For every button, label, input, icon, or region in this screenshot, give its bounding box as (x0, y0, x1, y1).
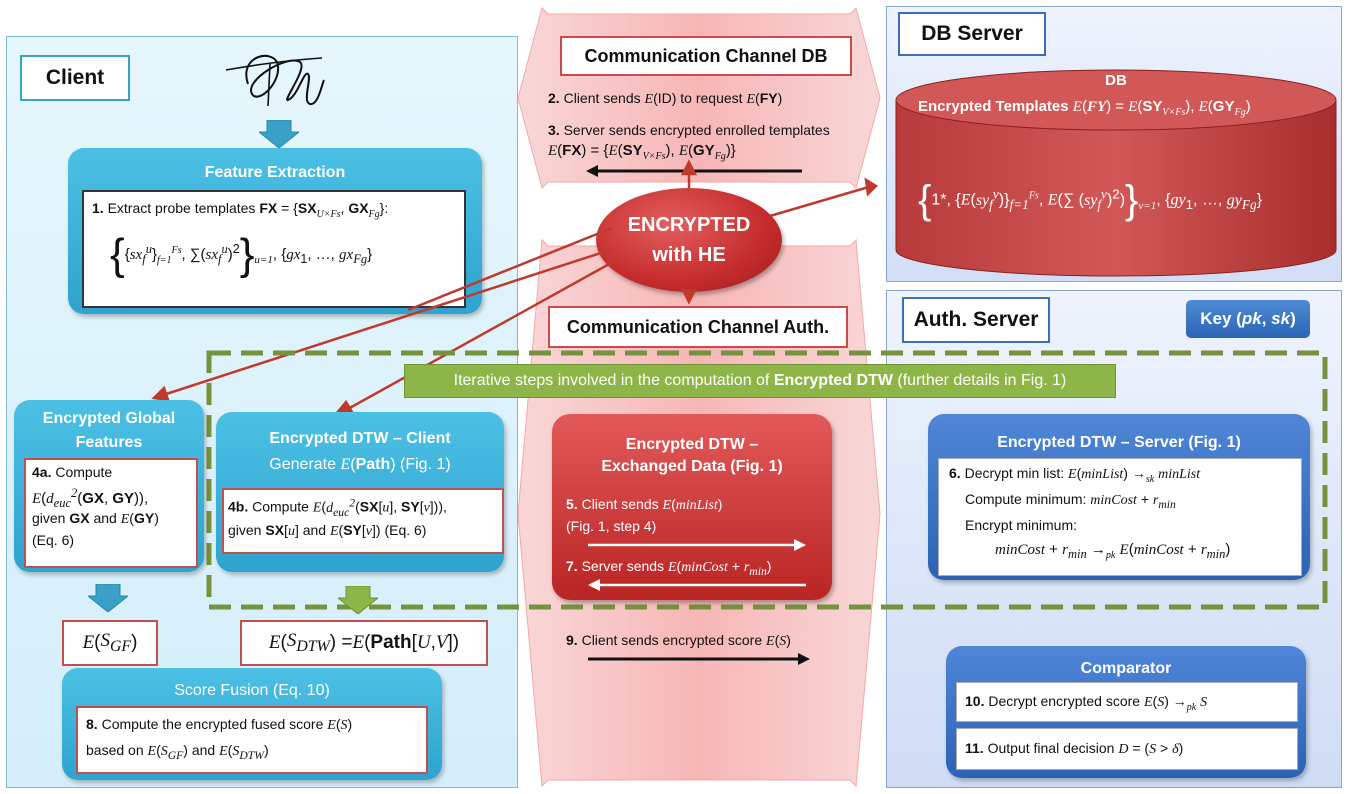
encrypted-line2: with HE (652, 244, 726, 266)
down-arrow-icon (259, 120, 299, 148)
step10-text: 10. Decrypt encrypted score E(S) →pk S (965, 693, 1208, 713)
db-templates: Encrypted Templates E(FY) = E(SYV×Fs), E… (918, 98, 1251, 118)
dtw-server-box: Encrypted DTW – Server (Fig. 1) 6. Decry… (928, 414, 1310, 580)
step9-text: 9. Client sends encrypted score E(S) (566, 632, 791, 649)
down-arrow-gf-icon (88, 584, 128, 612)
dtw-client-title: Encrypted DTW – Client (269, 430, 451, 447)
banner-suffix: (further details in Fig. 1) (897, 372, 1067, 389)
step6-text: 6. Decrypt min list: E(minList) →sk minL… (949, 465, 1201, 485)
score-fusion-box: Score Fusion (Eq. 10) 8. Compute the enc… (62, 668, 442, 780)
dtw-exchanged-box: Encrypted DTW – Exchanged Data (Fig. 1) … (552, 414, 832, 600)
gf-line3: given GX and E(GY) (32, 510, 159, 527)
signature-image (225, 54, 325, 107)
db-server-label: DB Server (898, 12, 1046, 56)
client-label: Client (20, 55, 130, 101)
dtw-server-line2: Compute minimum: minCost + rmin (965, 491, 1176, 511)
key-box: Key (pk, sk) (1186, 300, 1310, 338)
arrow-left-db (586, 165, 802, 177)
step11-text: 11. Output final decision D = (S > δ) (965, 740, 1184, 757)
fusion-line1: 8. Compute the encrypted fused score E(S… (86, 716, 353, 733)
feature-extraction-box: Feature Extraction 1. Extract probe temp… (68, 148, 482, 314)
global-features-title2: Features (75, 434, 143, 451)
score-gf-box: E(SGF) (62, 620, 158, 666)
channel-auth-label: Communication Channel Auth. (548, 306, 848, 348)
banner-prefix: Iterative steps involved in the computat… (453, 372, 770, 389)
global-features-box: Encrypted Global Features 4a. Compute E(… (14, 400, 204, 572)
db-title: DB (1105, 72, 1127, 89)
step1-text: 1. Extract probe templates FX = {SXU×Fs,… (92, 200, 389, 220)
feature-extraction-content: 1. Extract probe templates FX = {SXU×Fs,… (82, 190, 466, 308)
db-formula: {1*, {E(syfv)}f=1Fs, E(∑ (syfv)2)}v=1, {… (918, 178, 1263, 222)
down-arrow-dtw-icon (338, 586, 378, 614)
step1-formula: {{sxfu}f=1Fs, ∑(sxfu)2}u=1, {gx1, …, gxF… (110, 230, 373, 279)
gf-line2: E(deuc2(GX, GY)), (32, 486, 149, 510)
step5-text: 5. Client sends E(minList) (566, 496, 723, 513)
score-dtw-box: E(SDTW) = E(Path[U, V]) (240, 620, 488, 666)
encrypted-line1: ENCRYPTED (627, 214, 751, 236)
dtw-client-box: Encrypted DTW – Client Generate E(Path) … (216, 412, 504, 572)
step5b-text: (Fig. 1, step 4) (566, 518, 657, 534)
score-fusion-title: Score Fusion (Eq. 10) (174, 682, 330, 699)
global-features-title1: Encrypted Global (42, 410, 176, 427)
comparator-step11: 11. Output final decision D = (S > δ) (956, 728, 1298, 770)
encrypted-he-ellipse: ENCRYPTED with HE (596, 188, 782, 292)
dtw-exchanged-title1: Encrypted DTW – (625, 436, 759, 453)
auth-server-label: Auth. Server (902, 297, 1050, 343)
step3-formula: E(FX) = {E(SYV×Fs), E(GYFg)} (548, 142, 736, 162)
arrow-right-step9 (588, 653, 810, 665)
dtw-client-content: 4b. Compute E(deuc2(SX[u], SY[v])), give… (222, 488, 504, 554)
dtw-client-line1: 4b. Compute E(deuc2(SX[u], SY[v])), (228, 496, 447, 519)
arrow-left-step7 (588, 579, 806, 591)
comparator-box: Comparator 10. Decrypt encrypted score E… (946, 646, 1306, 778)
iterative-dashed-frame (206, 350, 1328, 610)
iterative-banner: Iterative steps involved in the computat… (404, 364, 1116, 398)
global-features-content: 4a. Compute E(deuc2(GX, GY)), given GX a… (24, 458, 198, 568)
gf-line1: 4a. Compute (32, 464, 113, 480)
channel-db-label: Communication Channel DB (560, 36, 852, 76)
step7-text: 7. Server sends E(minCost + rmin) (566, 558, 772, 578)
banner-bold: Encrypted DTW (773, 372, 893, 389)
step2-text: 2. Client sends E(ID) to request E(FY) (548, 90, 783, 107)
dtw-exchanged-title2: Exchanged Data (Fig. 1) (601, 458, 783, 475)
comparator-step10: 10. Decrypt encrypted score E(S) →pk S (956, 682, 1298, 722)
step3-text: 3. Server sends encrypted enrolled templ… (548, 122, 830, 138)
comparator-title: Comparator (1080, 660, 1172, 677)
arrow-right-step5 (588, 539, 806, 551)
dtw-server-line4: minCost + rmin →pk E(minCost + rmin) (995, 541, 1231, 561)
dtw-server-content: 6. Decrypt min list: E(minList) →sk minL… (938, 458, 1302, 576)
score-fusion-content: 8. Compute the encrypted fused score E(S… (76, 706, 428, 774)
dtw-server-title: Encrypted DTW – Server (Fig. 1) (997, 434, 1241, 451)
gf-line4: (Eq. 6) (32, 532, 75, 548)
fusion-line2: based on E(SGF) and E(SDTW) (86, 742, 269, 762)
dtw-server-line3: Encrypt minimum: (965, 517, 1078, 533)
dtw-client-line2: given SX[u] and E(SY[v]) (Eq. 6) (228, 522, 427, 539)
dtw-client-subtitle: Generate E(Path) (Fig. 1) (269, 456, 451, 473)
feature-extraction-title: Feature Extraction (204, 164, 346, 181)
db-cylinder (895, 69, 1337, 277)
